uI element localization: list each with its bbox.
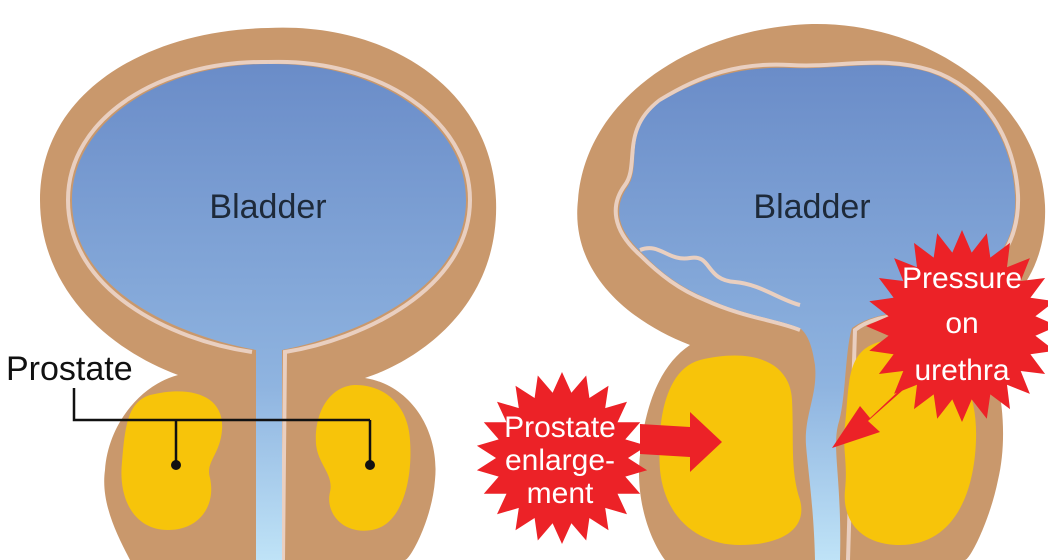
pressure-on-urethra-line-2: on [945,307,978,340]
normal-prostate-label: Prostate [6,350,133,388]
prostate-pointer-dot-right [365,460,375,470]
normal-diagram: Bladder Prostate [6,28,496,560]
enlarged-bladder-label: Bladder [753,188,870,226]
pressure-on-urethra-line-3: urethra [914,354,1009,387]
pressure-on-urethra-line-1: Pressure [902,262,1022,295]
prostate-enlargement-line-1: Prostate [504,411,616,444]
prostate-pointer-dot-left [171,460,181,470]
prostate-enlargement-line-3: ment [527,477,594,510]
enlarged-diagram: Bladder Prostate enlarge- ment Pressure … [477,24,1048,560]
prostate-enlargement-line-2: enlarge- [505,444,615,477]
normal-bladder-label: Bladder [209,188,326,226]
